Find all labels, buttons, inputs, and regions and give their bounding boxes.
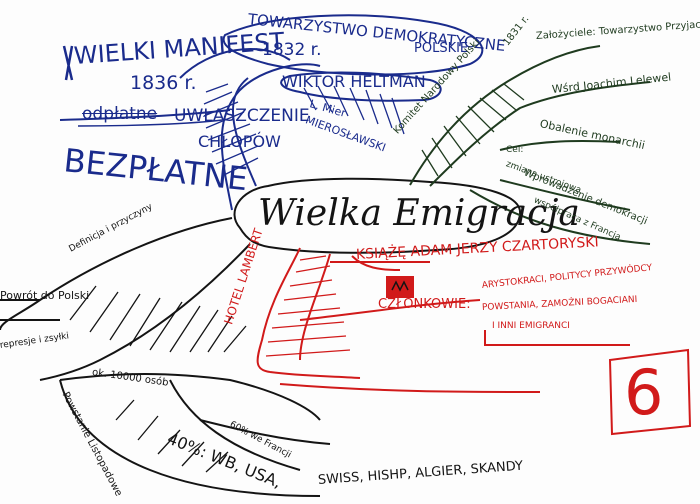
red-hatching	[265, 255, 351, 357]
czlonkowie: CZŁONKOWIE:	[378, 297, 471, 312]
blue-hatching	[203, 83, 405, 177]
green-hatching	[421, 83, 525, 177]
tdp-line2: POLSKIE	[414, 41, 469, 56]
members-line3: I INNI EMIGRANCI	[492, 321, 570, 331]
manifest-year: 1836 r.	[130, 72, 197, 94]
wiktor-heltman: WIKTOR HELTMAN	[282, 72, 426, 91]
powrot-do-polski: Powrót do Polski	[0, 289, 90, 302]
red-hotel-stamp	[386, 276, 414, 298]
central-bubble	[233, 177, 522, 254]
uwlaszczenie: UWŁASZCZENIE	[174, 106, 310, 126]
black-hatching	[69, 285, 247, 473]
chlopow: CHŁOPÓW	[198, 132, 281, 151]
cel-label: Cel:	[506, 145, 524, 155]
blue-branch	[59, 14, 484, 211]
black-branch	[0, 217, 331, 497]
number-badge: 6	[624, 356, 664, 429]
struck-word: odpłatne	[82, 104, 158, 124]
central-topic: Wielka Emigracja	[258, 193, 580, 234]
tdp-year: 1832 r.	[262, 40, 322, 60]
red-branch	[256, 247, 692, 436]
